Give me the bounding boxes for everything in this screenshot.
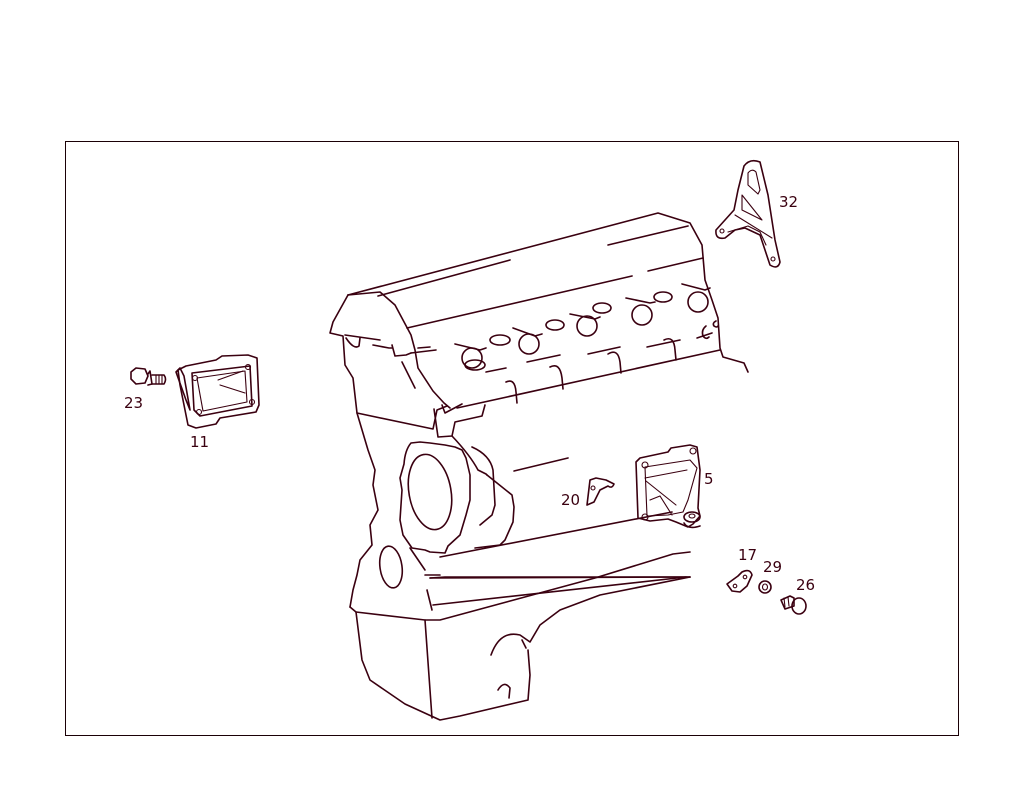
part-23-bolt[interactable]: [130, 367, 167, 386]
callout-17[interactable]: 17: [738, 546, 758, 564]
diagram-frame: [65, 141, 959, 736]
part-11-cover[interactable]: [175, 354, 260, 429]
part-20-clip[interactable]: [586, 477, 615, 506]
callout-29[interactable]: 29: [763, 558, 783, 576]
valve-ports: [454, 283, 719, 404]
part-17-bracket[interactable]: [726, 569, 753, 593]
part-32-bracket[interactable]: [715, 159, 781, 268]
callout-23[interactable]: 23: [124, 394, 144, 412]
callout-26[interactable]: 26: [796, 576, 816, 594]
part-5-bracket-housing[interactable]: [635, 444, 701, 529]
part-29-washer[interactable]: [758, 580, 772, 594]
callout-5[interactable]: 5: [704, 470, 714, 488]
callout-32[interactable]: 32: [779, 193, 799, 211]
callout-11[interactable]: 11: [190, 433, 210, 451]
callout-20[interactable]: 20: [561, 491, 581, 509]
part-26-bolt[interactable]: [780, 595, 807, 615]
engine-block: [329, 212, 749, 721]
